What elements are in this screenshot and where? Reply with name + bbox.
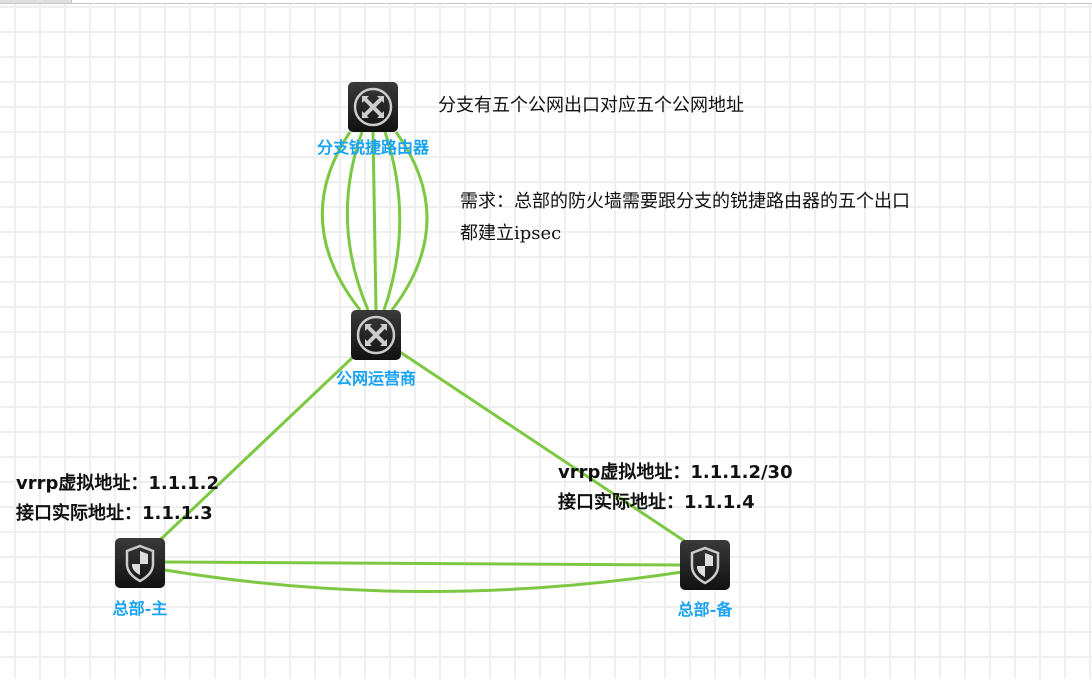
hq-backup-firewall[interactable]: [680, 540, 730, 590]
branch-router[interactable]: [348, 82, 398, 132]
main-vrrp-note: vrrp虚拟地址：1.1.1.2: [16, 473, 219, 494]
hq-backup-label: 总部-备: [677, 600, 733, 619]
requirement-line-1: 需求：总部的防火墙需要跟分支的锐捷路由器的五个出口: [460, 191, 910, 212]
isp-label: 公网运营商: [335, 369, 417, 388]
link-branch-isp-1[interactable]: [320, 131, 362, 311]
link-isp-hq-main[interactable]: [158, 355, 355, 542]
branch-note: 分支有五个公网出口对应五个公网地址: [438, 95, 744, 116]
link-branch-isp-3[interactable]: [371, 131, 378, 311]
shield-icon: [690, 546, 720, 585]
router-icon: [353, 87, 393, 127]
link-hq-direct-2[interactable]: [164, 568, 683, 594]
backup-iface-note: 接口实际地址：1.1.1.4: [558, 492, 755, 513]
router-icon: [356, 315, 396, 355]
hq-main-label: 总部-主: [112, 599, 168, 618]
isp-router[interactable]: [351, 310, 401, 360]
hq-main-firewall[interactable]: [115, 538, 165, 588]
top-tab: [0, 0, 72, 3]
top-border: [0, 0, 1092, 4]
requirement-line-2: 都建立ipsec: [460, 223, 562, 244]
link-branch-isp-2[interactable]: [345, 131, 370, 311]
main-iface-note: 接口实际地址：1.1.1.3: [16, 503, 213, 524]
link-branch-isp-5[interactable]: [390, 131, 429, 311]
link-isp-hq-backup[interactable]: [399, 350, 693, 548]
backup-vrrp-note: vrrp虚拟地址：1.1.1.2/30: [558, 462, 793, 483]
link-branch-isp-4[interactable]: [382, 131, 402, 311]
link-hq-direct-1[interactable]: [164, 560, 683, 567]
shield-icon: [125, 544, 155, 583]
branch-router-label: 分支锐捷路由器: [316, 138, 430, 157]
